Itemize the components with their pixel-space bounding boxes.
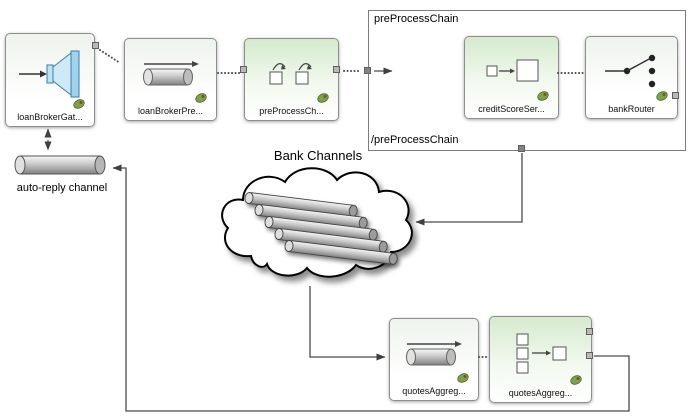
channel-cylinder-icon [14, 155, 106, 175]
group-label-top: preProcessChain [374, 13, 459, 25]
spring-leaf-icon [195, 91, 207, 103]
channel-icon [125, 39, 216, 106]
cloud-graphic [221, 167, 413, 278]
auto-reply-channel-node[interactable] [12, 151, 112, 186]
node-label: creditScoreSer... [478, 104, 545, 114]
bank-channels-cloud[interactable] [213, 158, 421, 296]
port[interactable] [586, 328, 593, 335]
node-label: loanBrokerGat... [17, 112, 83, 122]
pre-process-chain-group[interactable] [368, 10, 686, 151]
spring-leaf-icon [317, 91, 329, 103]
spring-leaf-icon [656, 89, 668, 101]
connector [99, 49, 121, 64]
chain-icon [245, 39, 338, 106]
node-pre-process-chain[interactable]: preProcessCh... [244, 38, 339, 121]
service-activator-icon [465, 37, 558, 104]
port[interactable] [92, 42, 99, 49]
gateway-icon [6, 34, 94, 112]
spring-leaf-icon [73, 97, 85, 109]
spring-leaf-icon [457, 371, 469, 383]
node-label: bankRouter [608, 104, 655, 114]
node-quotes-aggregator[interactable]: quotesAggreg... [489, 316, 592, 403]
node-label: quotesAggreg... [402, 386, 466, 396]
node-bank-router[interactable]: bankRouter [585, 36, 678, 119]
connector [415, 153, 523, 226]
node-credit-score-service[interactable]: creditScoreSer... [464, 36, 559, 119]
spring-leaf-icon [537, 89, 549, 101]
port[interactable] [672, 92, 679, 99]
router-icon [586, 37, 677, 104]
node-label: loanBrokerPre... [137, 106, 204, 116]
port[interactable] [586, 352, 593, 359]
spring-leaf-icon [570, 373, 582, 385]
node-loan-broker-pre-channel[interactable]: loanBrokerPre... [124, 38, 217, 121]
port[interactable] [518, 145, 525, 152]
port[interactable] [240, 66, 247, 73]
node-label: quotesAggreg... [508, 388, 573, 398]
node-loan-broker-gateway[interactable]: loanBrokerGat... [5, 33, 95, 127]
node-quotes-aggregator-channel[interactable]: quotesAggreg... [389, 318, 479, 401]
port[interactable] [364, 67, 371, 74]
cloud-label: Bank Channels [273, 148, 363, 163]
port[interactable] [333, 66, 340, 73]
auto-reply-channel-label: auto-reply channel [16, 182, 108, 194]
node-label: preProcessCh... [259, 106, 324, 116]
connector [309, 286, 386, 361]
group-label-bottom: /preProcessChain [371, 134, 459, 146]
